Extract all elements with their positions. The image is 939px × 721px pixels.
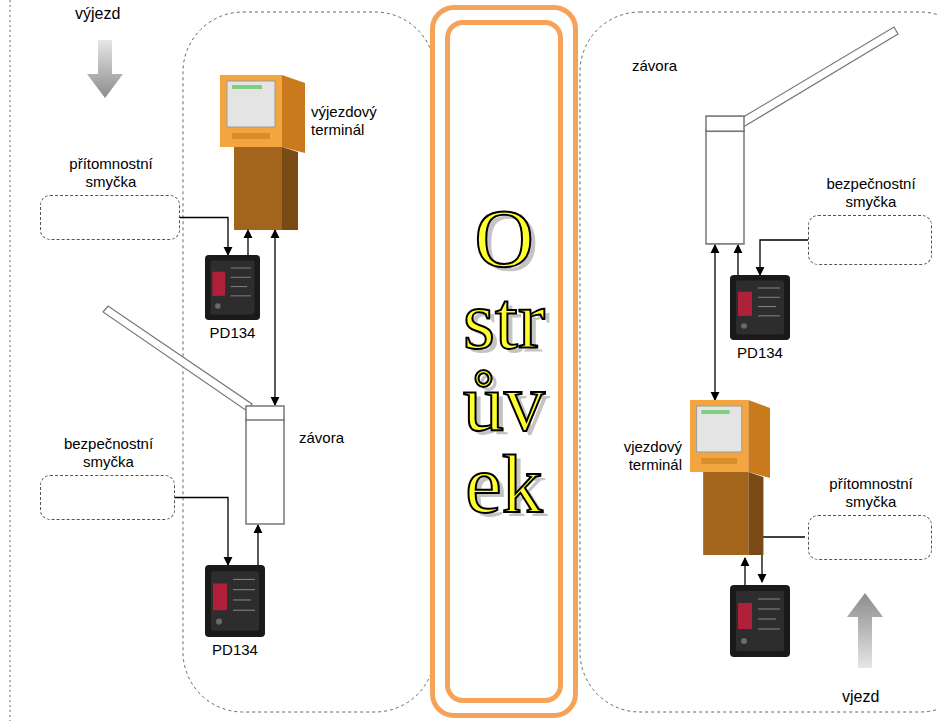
exit-lane-region: [183, 12, 435, 712]
terminal-drawing: [690, 400, 770, 555]
part-label: PD134: [200, 641, 270, 659]
part-label: závora: [597, 57, 677, 75]
direction-label: vjezd: [842, 688, 879, 706]
part-label: přítomnostní smyčka: [46, 155, 176, 191]
loop-detector-drawing: [205, 255, 260, 320]
wire: [762, 537, 805, 582]
loop-detector: [730, 585, 790, 657]
induction-loop: bezpečnostní smyčka: [40, 475, 175, 520]
loop-detector: PD134: [205, 565, 265, 637]
signal-connector: [247, 230, 248, 255]
entry-lane-region: [580, 12, 939, 712]
signal-connector: [714, 245, 715, 400]
wire: [744, 558, 745, 585]
part-label: závora: [299, 429, 369, 447]
entry-direction-arrow: [847, 593, 883, 668]
part-label: výjezdový terminál: [311, 103, 406, 139]
signal-connector: [737, 245, 738, 275]
traffic-island: Ostrůvek: [430, 5, 578, 718]
barrier-arm: [103, 306, 252, 411]
part-label: PD134: [198, 324, 268, 342]
part-label: přítomnostní smyčka: [809, 475, 933, 511]
loop-detector: PD134: [730, 275, 790, 340]
induction-loop: přítomnostní smyčka: [40, 195, 180, 240]
signal-connector: [760, 240, 808, 275]
signal-connector: [175, 498, 228, 566]
part-label: vjezdový terminál: [592, 438, 682, 474]
part-label: PD134: [725, 344, 795, 362]
part-label: bezpečnostní smyčka: [44, 435, 174, 471]
loop-detector: PD134: [205, 255, 260, 320]
induction-loop: bezpečnostní smyčka: [808, 215, 932, 265]
loop-detector-drawing: [730, 275, 790, 340]
parking-terminal: vjezdový terminál: [690, 400, 770, 555]
signal-connector: [274, 230, 275, 405]
exit-direction-arrow: [87, 40, 123, 98]
signal-connector: [180, 218, 228, 256]
island-inner-frame: Ostrůvek: [445, 20, 563, 703]
direction-label: výjezd: [75, 5, 120, 23]
barrier: závora: [245, 405, 285, 525]
barrier-housing: [245, 405, 285, 525]
signal-connector: [257, 525, 258, 565]
lane-edge: [10, 0, 11, 721]
island-title: Ostrůvek: [463, 198, 545, 526]
terminal-drawing: [220, 75, 305, 230]
part-label: bezpečnostní smyčka: [809, 175, 933, 211]
barrier-housing: [705, 115, 745, 245]
parking-terminal: výjezdový terminál: [220, 75, 305, 230]
induction-loop: přítomnostní smyčka: [808, 515, 932, 560]
barrier: závora: [705, 115, 745, 245]
loop-detector-drawing: [205, 565, 265, 637]
barrier-arm: [735, 27, 898, 129]
